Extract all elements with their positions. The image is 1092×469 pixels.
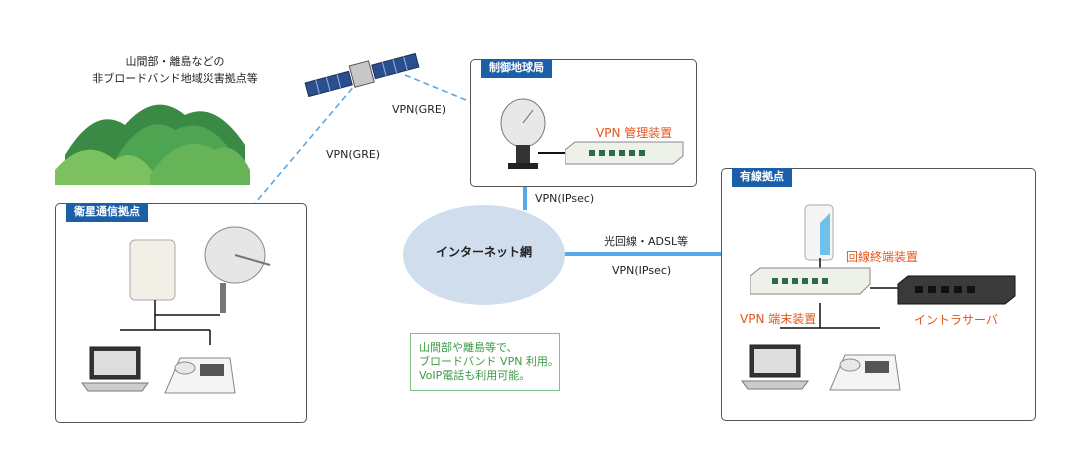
internet-label: インターネット網 (435, 245, 532, 259)
usage-note-line2: ブロードバンド VPN 利用。 (419, 355, 559, 368)
mountain-caption-line2: 非ブロードバンド地域災害拠点等 (92, 72, 258, 85)
mountains-illustration (55, 104, 250, 185)
vpn-terminal-label: VPN 端末装置 (740, 312, 817, 326)
dish-antenna-icon (500, 98, 546, 169)
line-terminal-modem-icon (804, 204, 834, 261)
usage-note-line3: VoIP電話も利用可能。 (419, 369, 531, 382)
intranet-server-label: イントラサーバ (914, 313, 998, 327)
internet-cloud (403, 205, 565, 305)
vpn-ipsec-label-top: VPN(IPsec) (535, 192, 595, 205)
mountain-caption-line1: 山間部・離島などの (125, 55, 225, 68)
vpn-gre-label-left: VPN(GRE) (326, 148, 381, 161)
wired-site-title: 有線拠点 (732, 168, 792, 187)
vpn-gre-label-right: VPN(GRE) (392, 103, 447, 116)
satellite-site-title: 衛星通信拠点 (66, 203, 148, 222)
vpn-gre-link-left (244, 84, 356, 216)
control-station-title: 制御地球局 (481, 59, 552, 78)
satellite-icon (304, 52, 420, 98)
laptop-icon-wired (741, 344, 809, 390)
line-terminal-label: 回線終端装置 (846, 250, 919, 264)
wired-lan-cable (780, 303, 880, 329)
vpn-manager-router-icon (565, 141, 684, 165)
usage-note-line1: 山間部や離島等で、 (419, 341, 518, 354)
mountain-caption: 山間部・離島などの 非ブロードバンド地域災害拠点等 (80, 53, 270, 87)
ip-phone-icon-wired (829, 354, 901, 391)
wired-line-type-label: 光回線・ADSL等 (604, 235, 689, 248)
satellite-terminal-icon (120, 226, 271, 345)
control-station-box: 制御地球局 VPN 管理装置 (470, 59, 697, 187)
laptop-icon-satellite (81, 346, 149, 392)
ip-phone-icon-satellite (164, 357, 236, 394)
vpn-manager-label: VPN 管理装置 (596, 126, 673, 140)
wired-devices (750, 258, 1016, 305)
vpn-ipsec-label-right: VPN(IPsec) (612, 264, 672, 277)
usage-note: 山間部や離島等で、 ブロードバンド VPN 利用。 VoIP電話も利用可能。 (410, 333, 560, 391)
